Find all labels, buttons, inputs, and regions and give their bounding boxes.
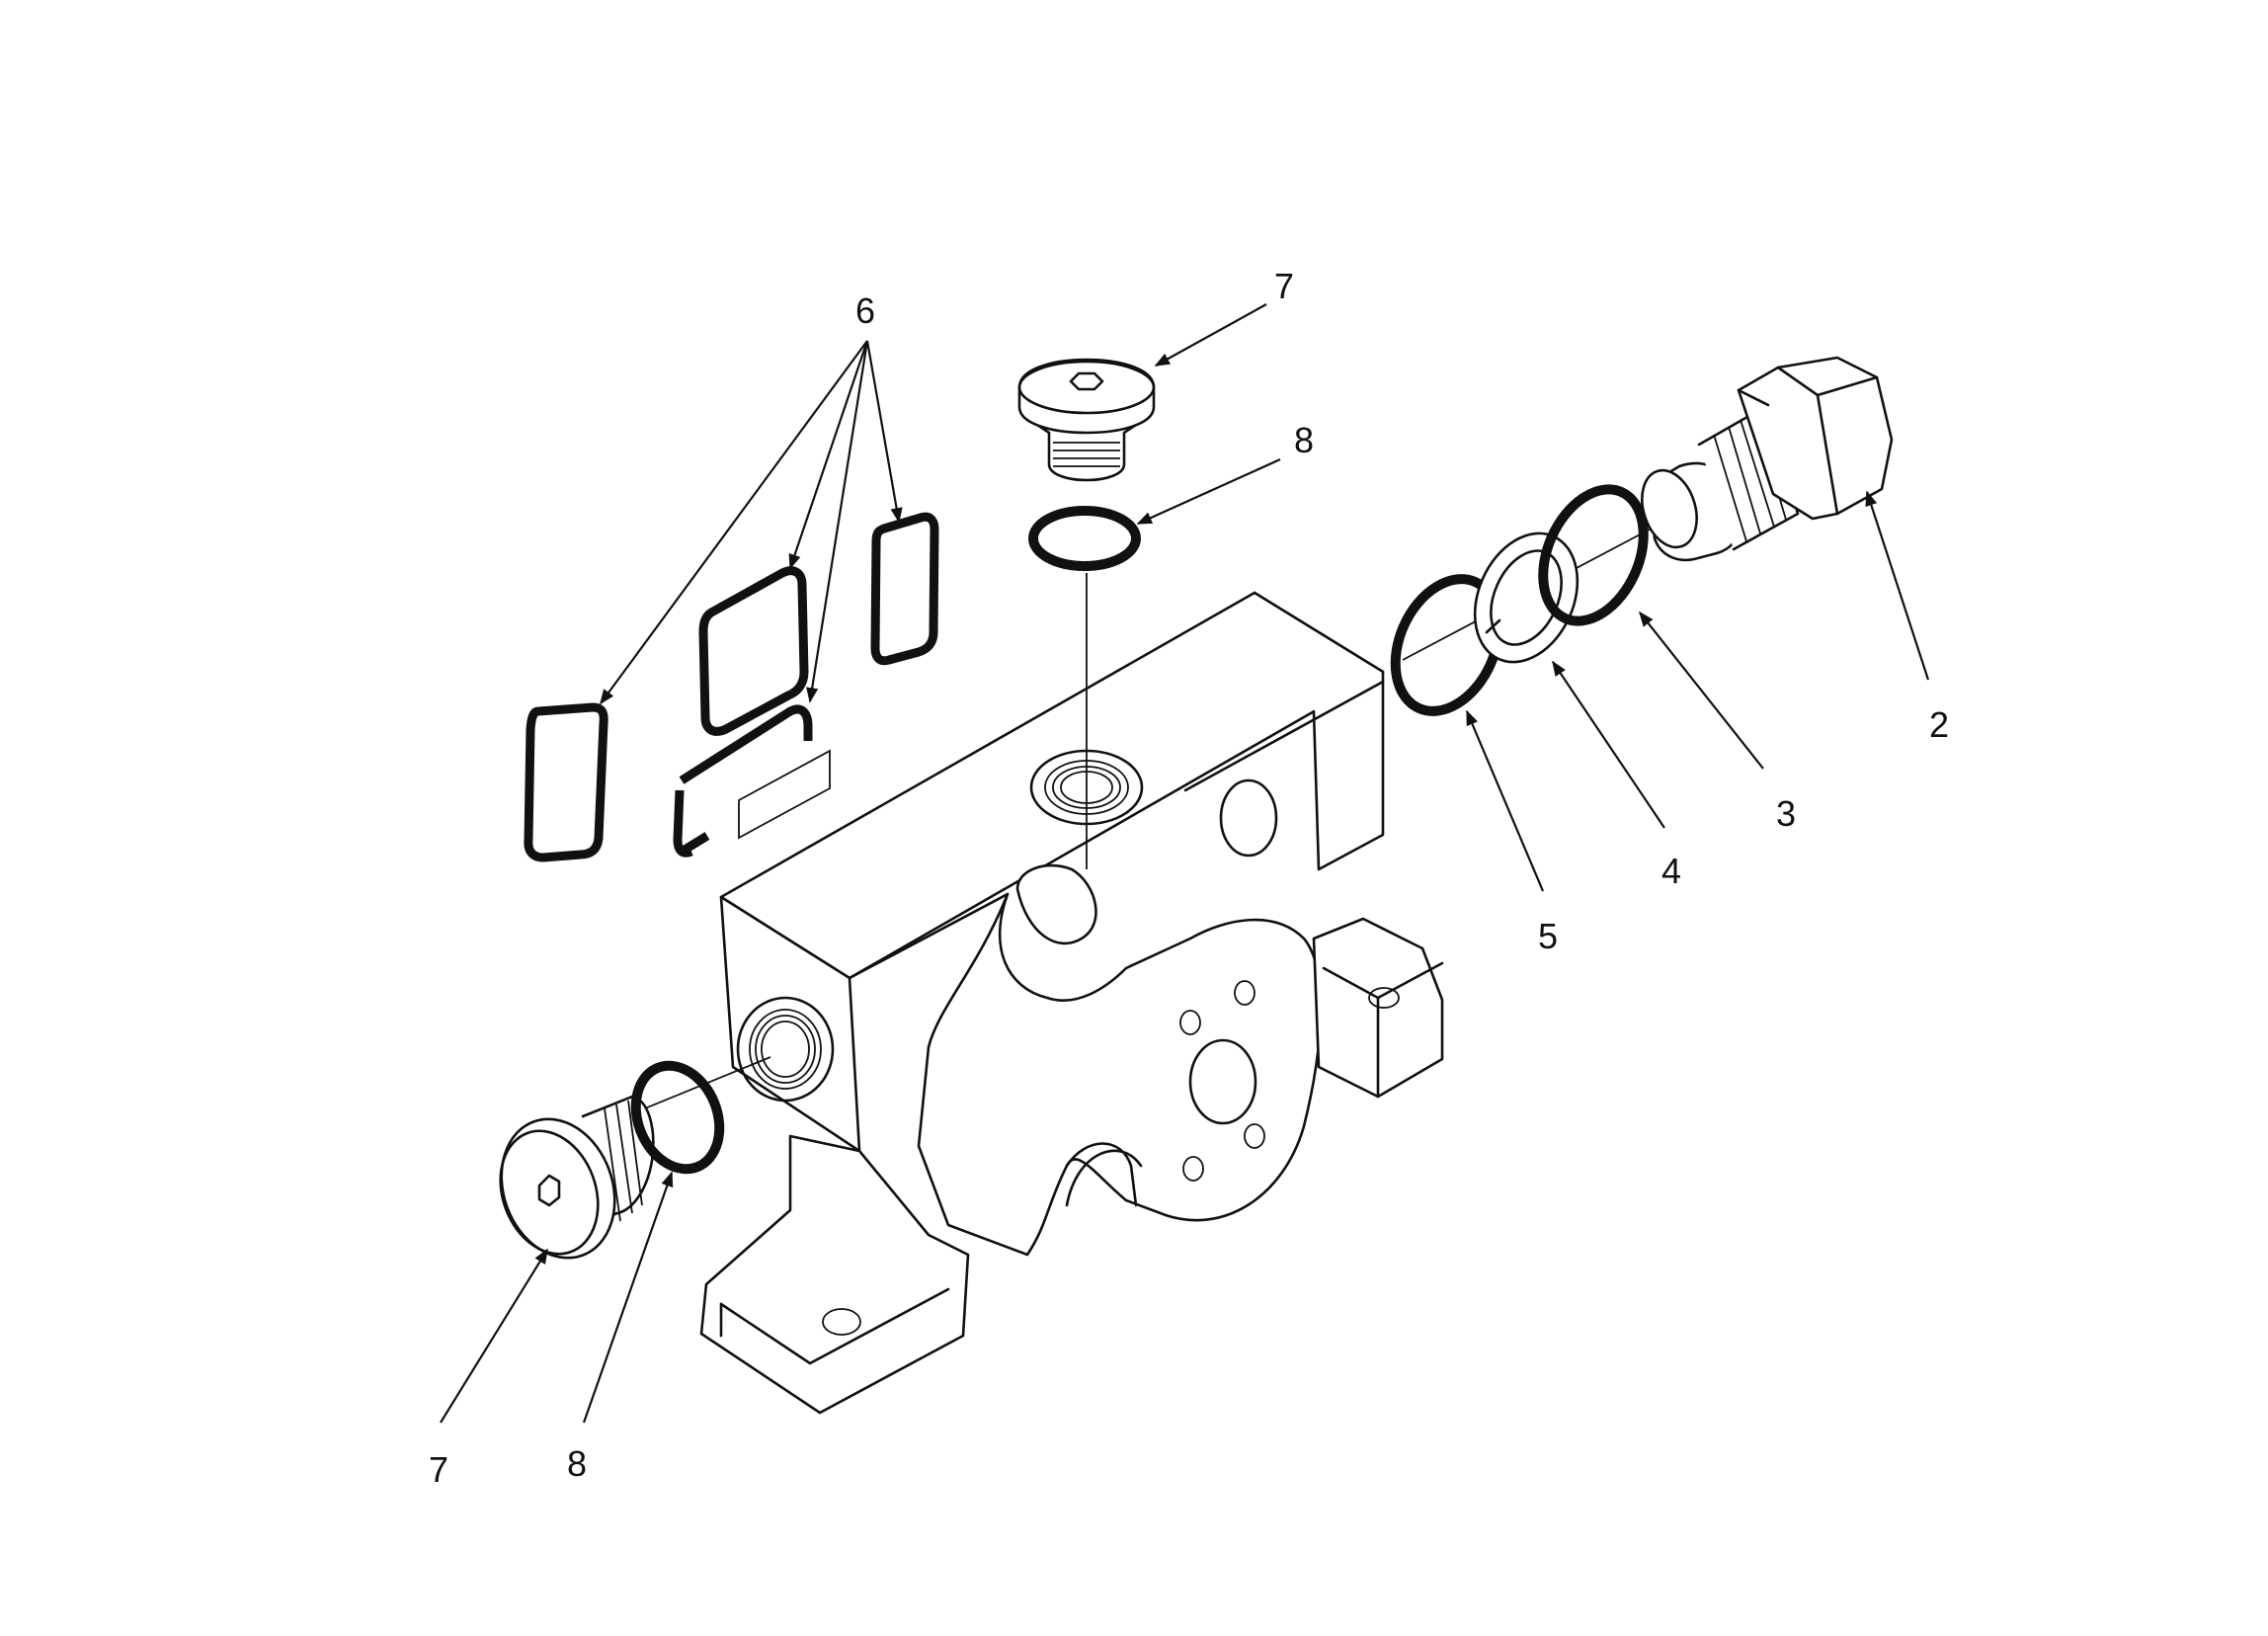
seal-small-right — [870, 512, 939, 666]
callout-7-top: 7 — [1274, 266, 1294, 306]
backup-washer-item-4 — [1473, 532, 1580, 664]
callout-8-top: 8 — [1294, 420, 1314, 460]
callout-6: 6 — [855, 290, 875, 331]
plug-bottom-item-7 — [499, 1095, 655, 1260]
callout-4: 4 — [1661, 851, 1681, 891]
seal-set-item-6 — [524, 512, 939, 862]
oring-top-item-8 — [1028, 506, 1141, 571]
callout-2: 2 — [1929, 704, 1949, 745]
valve-housing-body — [699, 591, 1444, 1415]
callout-7-bottom: 7 — [429, 1449, 448, 1490]
oring-item-5 — [1390, 574, 1504, 716]
seal-small-left — [524, 702, 608, 862]
seal-open-lower-tail — [679, 832, 710, 856]
callout-3: 3 — [1776, 793, 1796, 834]
oring-bottom-item-8 — [630, 1060, 725, 1175]
seal-large-upper — [698, 566, 809, 736]
callout-5: 5 — [1538, 916, 1558, 956]
seal-backup-strip — [738, 749, 831, 840]
callout-8-bottom: 8 — [567, 1443, 587, 1484]
oring-item-3 — [1538, 484, 1649, 626]
plug-top-item-7 — [1017, 358, 1156, 482]
callout-labels: 6 7 8 2 3 4 5 7 8 — [429, 266, 1949, 1490]
leader-lines — [440, 303, 1930, 1424]
adapter-fitting-item-2 — [1641, 356, 1894, 562]
